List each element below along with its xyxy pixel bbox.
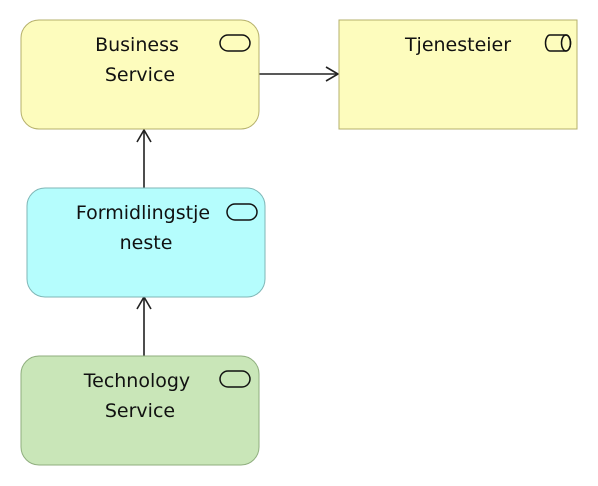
relationship-business-service-to-tjenesteier[interactable] — [259, 66, 340, 82]
relationship-formidlingstjeneste-to-business-service[interactable] — [136, 128, 152, 188]
business-service-label: Business Service — [95, 34, 185, 86]
technology-service-box — [20, 355, 260, 466]
service-icon — [226, 203, 258, 221]
arrowhead-icon — [136, 128, 152, 143]
business-service-box — [20, 19, 260, 130]
service-icon — [219, 370, 251, 388]
element-tjenesteier[interactable]: Tjenesteier — [338, 19, 578, 130]
element-technology-service[interactable]: Technology Service — [20, 355, 260, 466]
service-icon — [219, 34, 251, 52]
technology-service-label: Technology Service — [83, 370, 196, 422]
element-business-service[interactable]: Business Service — [20, 19, 260, 130]
role-icon — [544, 34, 572, 52]
formidlingstjeneste-box — [26, 187, 266, 298]
tjenesteier-label: Tjenesteier — [404, 34, 511, 56]
tjenesteier-box — [338, 19, 578, 130]
relationship-technology-service-to-formidlingstjeneste[interactable] — [136, 295, 152, 356]
formidlingstjeneste-label: Formidlingstje neste — [76, 202, 216, 254]
arrowhead-icon — [325, 66, 340, 82]
element-formidlingstjeneste[interactable]: Formidlingstje neste — [26, 187, 266, 298]
